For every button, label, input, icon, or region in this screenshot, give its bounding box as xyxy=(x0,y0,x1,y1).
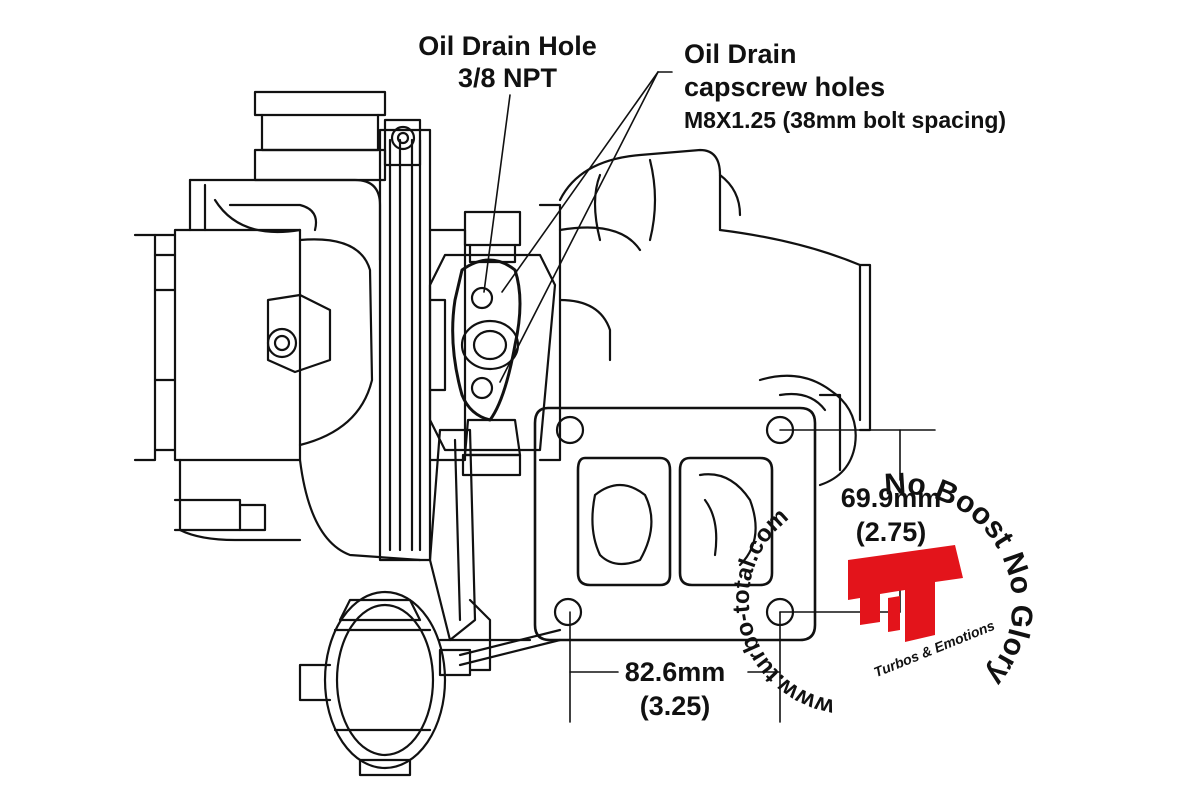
oil-drain-flange xyxy=(428,203,562,477)
oil-drain-hole-title: Oil Drain Hole xyxy=(418,31,597,61)
compressor-housing xyxy=(133,90,422,562)
oil-drain-hole-label: Oil Drain Hole 3/8 NPT xyxy=(400,30,615,94)
flange-width-imperial: (3.25) xyxy=(639,691,711,721)
flange-height-dimension: 69.9mm (2.75) xyxy=(826,481,956,549)
flange-height-metric: 69.9mm xyxy=(840,483,942,513)
flange-width-metric: 82.6mm xyxy=(624,657,726,687)
flange-width-dimension: 82.6mm (3.25) xyxy=(585,655,765,723)
logo-mark xyxy=(848,545,963,642)
capscrew-subtitle: capscrew holes xyxy=(684,72,886,102)
turbine-inlet-flange xyxy=(533,406,817,642)
wastegate-actuator xyxy=(298,428,562,777)
capscrew-spec: M8X1.25 (38mm bolt spacing) xyxy=(684,107,1007,133)
oil-drain-hole-spec: 3/8 NPT xyxy=(457,63,558,93)
oil-drain-capscrew-label: Oil Drain capscrew holes M8X1.25 (38mm b… xyxy=(684,38,1006,137)
flange-height-imperial: (2.75) xyxy=(855,517,927,547)
turbine-housing xyxy=(558,148,872,487)
capscrew-title: Oil Drain xyxy=(684,39,797,69)
center-housing-plates xyxy=(378,118,467,562)
leader-lines xyxy=(483,71,673,383)
